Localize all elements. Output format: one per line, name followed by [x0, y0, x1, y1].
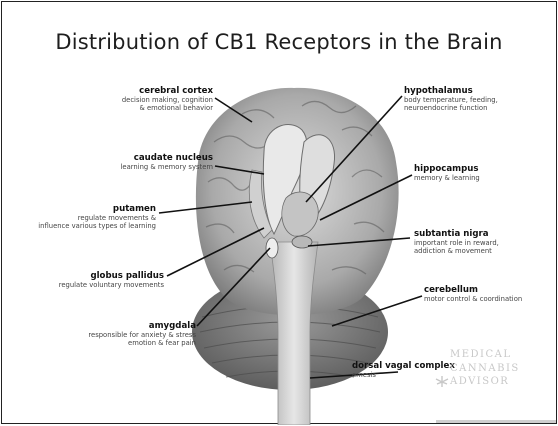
label-substantia-nigra: subtantia nigra important role in reward…: [414, 230, 499, 256]
putamen-desc-2: influence various types of learning: [38, 223, 156, 231]
watermark-line-2: CANNABIS: [450, 362, 550, 376]
globus-pallidus-desc-1: regulate voluntary movements: [59, 282, 164, 290]
watermark-logo: MEDICAL CANNABIS ADVISOR: [450, 348, 550, 389]
cannabis-leaf-icon: [434, 376, 450, 388]
watermark-line-1: MEDICAL: [450, 348, 550, 362]
label-hippocampus: hippocampus memory & learning: [414, 165, 480, 183]
label-cerebellum: cerebellum motor control & coordination: [424, 286, 522, 304]
bottom-divider: [436, 420, 556, 423]
label-hypothalamus: hypothalamus body temperature, feeding, …: [404, 87, 498, 113]
label-amygdala: amygdala responsible for anxiety & stres…: [88, 322, 196, 348]
label-putamen: putamen regulate movements & influence v…: [38, 205, 156, 231]
label-globus-pallidus: globus pallidus regulate voluntary movem…: [59, 272, 164, 290]
cerebellum-desc-1: motor control & coordination: [424, 296, 522, 304]
watermark-line-3: ADVISOR: [450, 375, 550, 389]
hippocampus-desc-1: memory & learning: [414, 175, 480, 183]
label-caudate-nucleus: caudate nucleus learning & memory system: [121, 154, 213, 172]
hypothalamus-desc-2: neuroendocrine function: [404, 105, 498, 113]
amygdala-shape: [266, 238, 278, 258]
substantia-nigra-desc-2: addiction & movement: [414, 248, 499, 256]
caudate-nucleus-desc-1: learning & memory system: [121, 164, 213, 172]
amygdala-desc-2: emotion & fear pain: [88, 340, 196, 348]
label-cerebral-cortex: cerebral cortex decision making, cogniti…: [122, 87, 213, 113]
cerebral-cortex-desc-2: & emotional behavior: [122, 105, 213, 113]
